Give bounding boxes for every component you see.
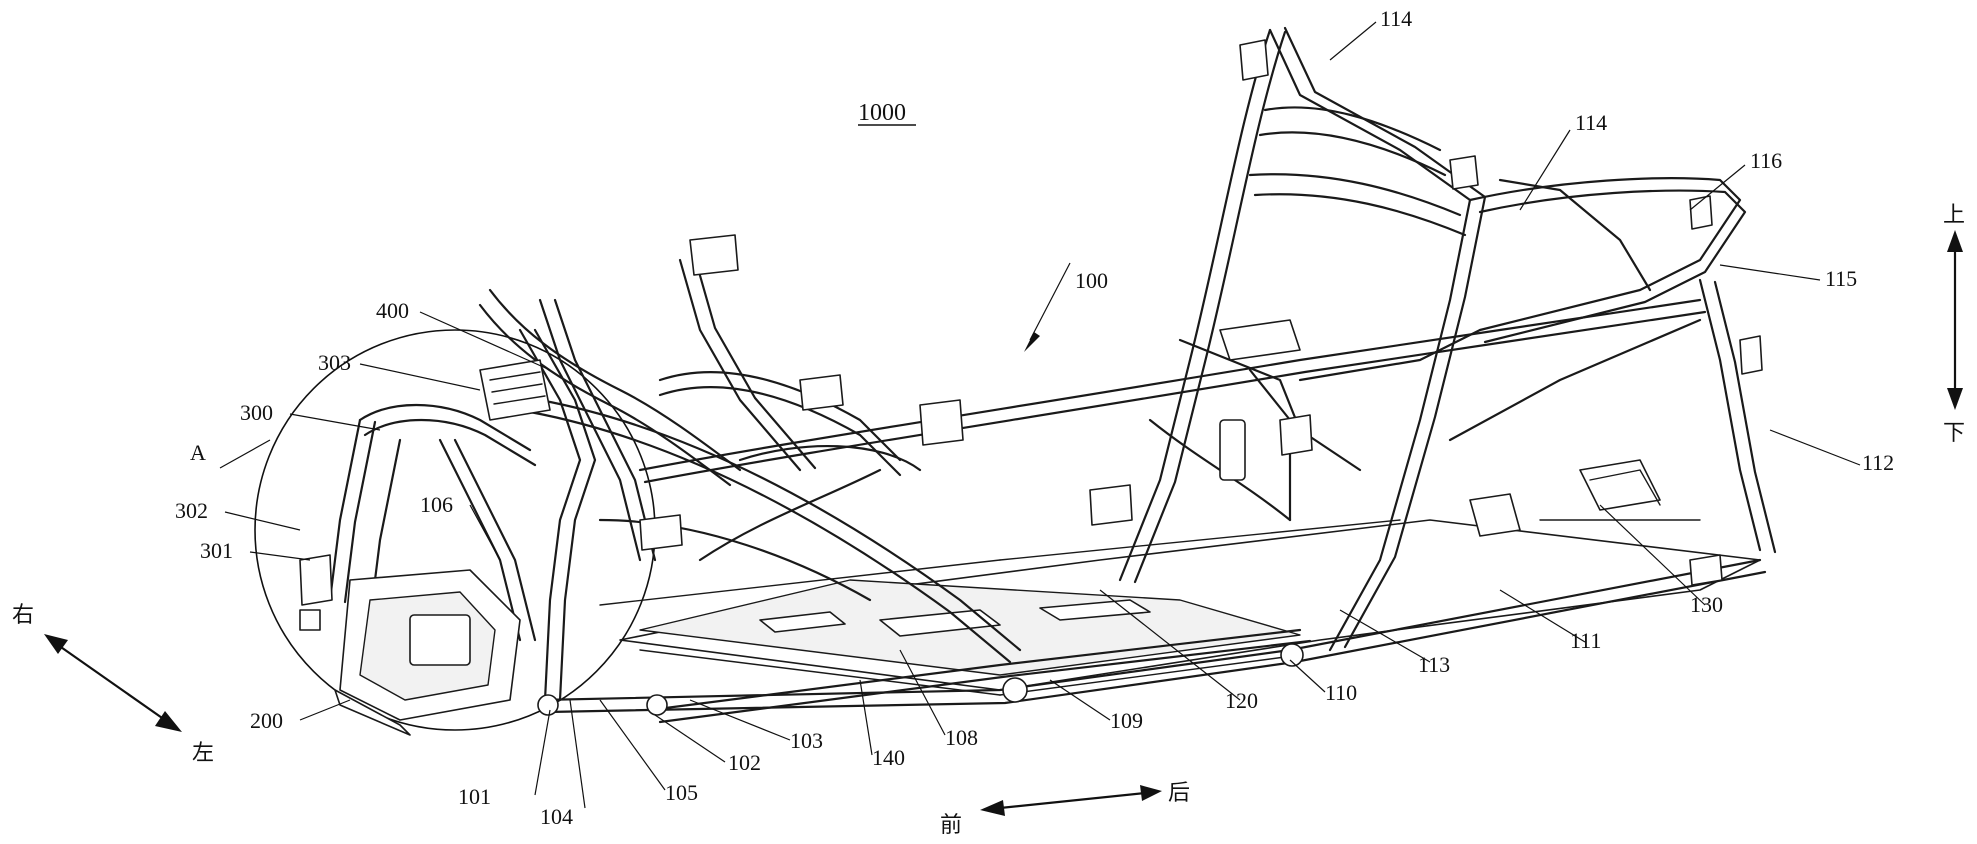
front-arrow-icon [980, 800, 1005, 816]
callout-200: 200 [250, 708, 283, 733]
direction-rear-label: 后 [1168, 781, 1190, 806]
callout-110: 110 [1325, 680, 1357, 705]
direction-up-down: 上 下 [1943, 203, 1965, 446]
direction-right-label: 右 [12, 603, 34, 628]
callout-400: 400 [376, 298, 409, 323]
floor-platform [600, 520, 1760, 695]
callout-101: 101 [458, 784, 491, 809]
callout-303: 303 [318, 350, 351, 375]
callout-103: 103 [790, 728, 823, 753]
direction-front-label: 前 [940, 813, 962, 838]
callout-140: 140 [872, 745, 905, 770]
callout-111: 111 [1570, 628, 1601, 653]
callout-302: 302 [175, 498, 208, 523]
callout-109: 109 [1110, 708, 1143, 733]
right-arrow-icon [44, 634, 68, 654]
frame-label: 100 [1075, 268, 1108, 293]
callout-115: 115 [1825, 266, 1857, 291]
callout-300: 300 [240, 400, 273, 425]
detail-label-a: A [190, 440, 206, 465]
callout-301: 301 [200, 538, 233, 563]
callout-120: 120 [1225, 688, 1258, 713]
callout-105: 105 [665, 780, 698, 805]
assembly-label: 1000 [858, 100, 906, 126]
callout-113: 113 [1418, 652, 1450, 677]
direction-down-label: 下 [1943, 421, 1965, 446]
up-arrow-icon [1947, 230, 1963, 252]
callout-112: 112 [1862, 450, 1894, 475]
rear-arrow-icon [1140, 785, 1162, 801]
callout-114-mid: 114 [1575, 110, 1607, 135]
left-arrow-icon [155, 711, 182, 732]
callout-116: 116 [1750, 148, 1782, 173]
callout-130: 130 [1690, 592, 1723, 617]
callout-102: 102 [728, 750, 761, 775]
callout-106: 106 [420, 492, 453, 517]
down-arrow-icon [1947, 388, 1963, 410]
direction-left-label: 左 [192, 741, 214, 766]
direction-up-label: 上 [1943, 203, 1965, 228]
callout-104: 104 [540, 804, 573, 829]
callout-114-top: 114 [1380, 6, 1412, 31]
front-cage [480, 258, 920, 600]
direction-right-left: 右 左 [12, 603, 214, 766]
direction-front-rear: 前 后 [940, 781, 1190, 838]
callout-108: 108 [945, 725, 978, 750]
